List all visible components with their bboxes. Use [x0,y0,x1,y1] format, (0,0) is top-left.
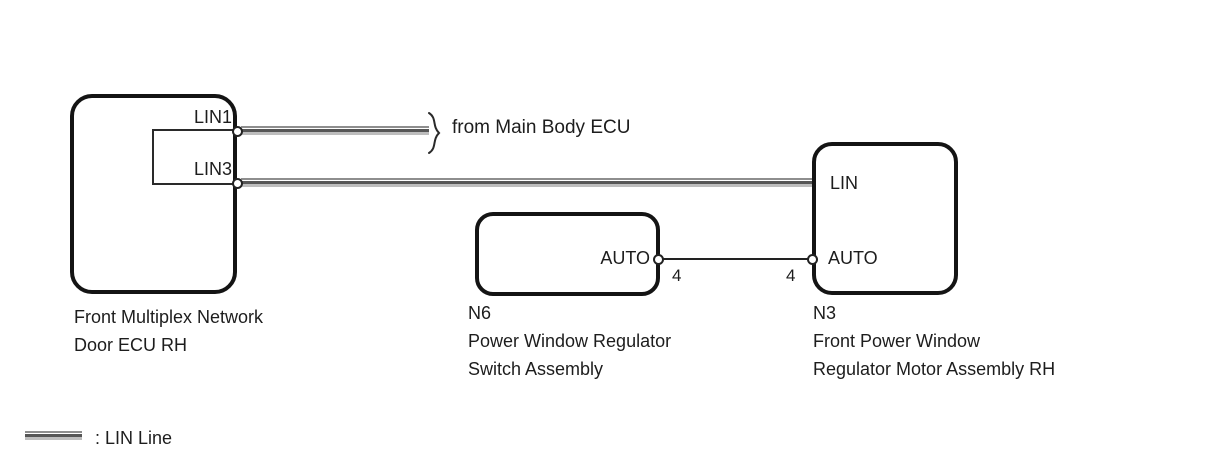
n3-code: N3 [813,303,837,323]
n3-pin-number: 4 [786,266,796,285]
n6-pin-label-auto: AUTO [600,248,650,268]
ecu-caption: Front Multiplex Network Door ECU RH [74,303,263,359]
n3-box [812,142,958,295]
n6-box [475,212,660,296]
n6-caption-line2: Switch Assembly [468,359,604,379]
n3-auto-pin-circle-icon [807,254,818,265]
n3-caption-line1: Front Power Window [813,331,981,351]
ecu-caption-line1: Front Multiplex Network [74,307,264,327]
wire-break-brace-icon [428,112,441,154]
ecu-lin1-pin-circle-icon [232,126,243,137]
auto-signal-wire [660,258,810,260]
ecu-box [70,94,237,294]
lin3-bus-wire [241,178,814,187]
n6-caption: N6 Power Window Regulator Switch Assembl… [468,299,671,383]
ecu-caption-line2: Door ECU RH [74,335,188,355]
ecu-internal-bracket [152,129,237,185]
n6-code: N6 [468,303,492,323]
ecu-pin-label-lin1: LIN1 [193,107,232,127]
lin-line-legend-label: : LIN Line [95,428,173,448]
n6-pin-number: 4 [672,266,682,285]
n3-pin-label-auto: AUTO [828,248,878,268]
ecu-pin-label-lin3: LIN3 [193,159,232,179]
n6-caption-line1: Power Window Regulator [468,331,672,351]
n3-caption-line2: Regulator Motor Assembly RH [813,359,1056,379]
n3-caption: N3 Front Power Window Regulator Motor As… [813,299,1055,383]
from-main-body-ecu-label: from Main Body ECU [452,117,631,138]
lin-line-legend-symbol-icon [25,431,82,440]
n3-pin-label-lin: LIN [830,173,859,193]
lin1-bus-wire [241,126,429,135]
ecu-lin3-pin-circle-icon [232,178,243,189]
n6-auto-pin-circle-icon [653,254,664,265]
